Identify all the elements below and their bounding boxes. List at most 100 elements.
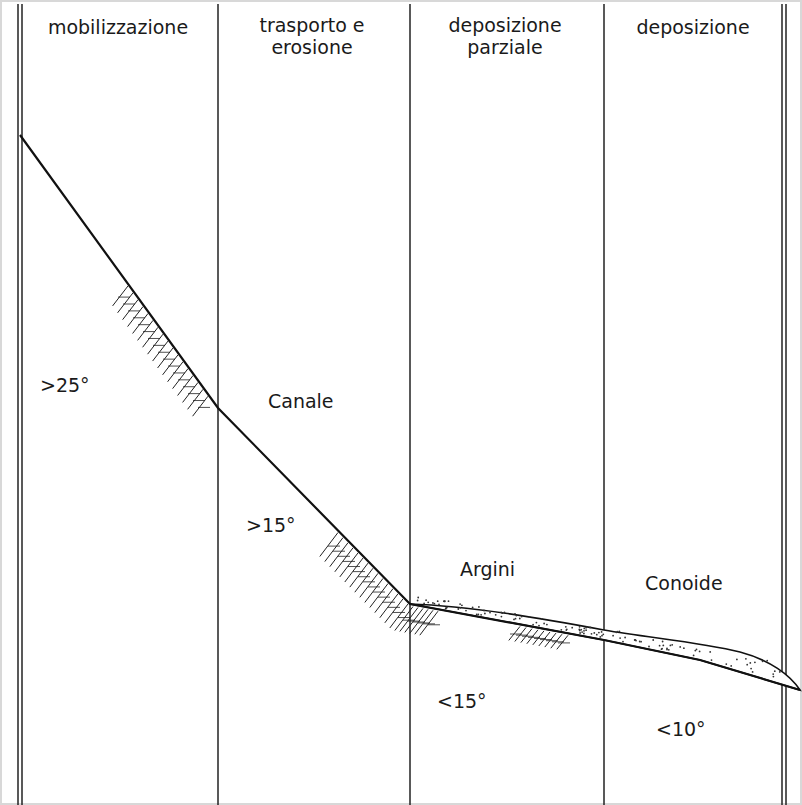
hatch-stroke xyxy=(133,317,145,318)
deposit-dot xyxy=(699,651,701,653)
deposit-dot xyxy=(543,623,545,625)
deposit-dot xyxy=(624,637,626,639)
zone-divider xyxy=(409,4,411,805)
zone-header: deposizione parziale xyxy=(430,14,580,58)
hatch-stroke xyxy=(345,558,363,582)
deposit-dot xyxy=(480,614,482,616)
deposit-dot xyxy=(585,627,587,629)
deposit-dot xyxy=(448,600,450,602)
deposit-dot xyxy=(501,616,503,618)
deposit-dot xyxy=(445,607,447,609)
profile-label: >25° xyxy=(40,374,90,396)
deposit-dot xyxy=(591,633,593,635)
hatch-stroke xyxy=(380,594,398,618)
deposit-dot xyxy=(622,641,624,643)
deposit-dot xyxy=(585,629,587,631)
hatch-stroke xyxy=(405,608,423,632)
deposit-dot xyxy=(444,601,446,603)
hatch-stroke xyxy=(539,632,550,646)
deposit-dot xyxy=(459,607,461,609)
deposit-dot xyxy=(483,610,485,612)
hatch-stroke xyxy=(183,386,195,387)
frame-line xyxy=(17,4,19,805)
hatch-stroke xyxy=(509,626,520,640)
deposit-dot xyxy=(504,612,506,614)
deposit-dot xyxy=(696,649,698,651)
deposit-dot xyxy=(596,634,598,636)
deposit-dot xyxy=(538,625,540,627)
hatch-stroke xyxy=(355,568,373,592)
hatch-stroke xyxy=(143,331,155,332)
deposit-dot xyxy=(612,635,614,637)
deposit-dot xyxy=(593,632,595,634)
hatch-stroke xyxy=(378,597,390,598)
hatch-stroke xyxy=(328,546,340,547)
deposit-dot xyxy=(477,614,479,616)
deposit-dot xyxy=(560,629,562,631)
deposit-dot xyxy=(659,645,661,647)
hatch-stroke xyxy=(375,589,393,613)
hatch-stroke xyxy=(163,359,175,360)
hatch-stroke xyxy=(527,630,538,644)
deposit-dot xyxy=(634,639,636,641)
deposit-dot xyxy=(515,618,517,620)
hatch-stroke xyxy=(383,602,395,603)
deposit-dot xyxy=(521,616,523,618)
deposit-dot xyxy=(459,603,461,605)
deposit-dot xyxy=(417,600,419,602)
zone-header: mobilizzazione xyxy=(28,16,208,38)
deposit-dot xyxy=(516,615,518,617)
deposit-dot xyxy=(478,606,480,608)
hatch-stroke xyxy=(338,556,350,557)
hatch-stroke xyxy=(363,581,375,582)
deposit-dot xyxy=(583,633,585,635)
deposit-dot xyxy=(668,649,670,651)
deposit-dot xyxy=(635,640,637,642)
deposit-dot xyxy=(683,647,685,649)
deposit-dot xyxy=(579,632,581,634)
deposit-dot xyxy=(443,600,445,602)
deposit-dot xyxy=(461,604,463,606)
deposit-dot xyxy=(774,670,776,672)
hatch-stroke xyxy=(533,631,544,645)
hatch-stroke xyxy=(365,578,383,602)
deposit-dot xyxy=(598,632,600,634)
deposit-dot xyxy=(476,614,478,616)
deposit-dot xyxy=(425,599,427,601)
hatch-stroke xyxy=(360,573,378,597)
deposit-dot xyxy=(579,626,581,628)
hatch-stroke xyxy=(358,576,370,577)
hatch-stroke xyxy=(395,607,413,631)
ground-hatching xyxy=(113,286,570,649)
deposit-dot xyxy=(679,646,681,648)
deposit-dot xyxy=(529,616,531,618)
profile-label: Canale xyxy=(268,390,334,412)
hatch-stroke xyxy=(198,407,210,408)
deposit-dot xyxy=(617,631,619,633)
deposit-dot xyxy=(438,604,440,606)
hatch-stroke xyxy=(173,372,185,373)
hatch-stroke xyxy=(350,563,368,587)
hatch-stroke xyxy=(188,393,200,394)
hatch-stroke xyxy=(393,612,405,613)
hatch-stroke xyxy=(348,566,360,567)
deposit-dot xyxy=(766,660,768,662)
deposit-dot xyxy=(745,658,747,660)
deposit-dot xyxy=(581,631,583,633)
deposit-dot xyxy=(661,648,663,650)
hatch-stroke xyxy=(373,592,385,593)
profile-label: Conoide xyxy=(645,572,723,594)
deposit-dot xyxy=(417,597,419,599)
hatch-stroke xyxy=(193,400,205,401)
deposit-dot xyxy=(579,630,581,632)
hatch-stroke xyxy=(333,551,345,552)
zone-divider xyxy=(603,4,605,805)
deposit-dot xyxy=(602,633,604,635)
hatch-stroke xyxy=(558,642,570,643)
deposit-dot xyxy=(779,671,781,673)
deposit-dot xyxy=(423,603,425,605)
deposit-dot xyxy=(489,612,491,614)
deposit-dot xyxy=(639,641,641,643)
deposit-dot xyxy=(536,622,538,624)
